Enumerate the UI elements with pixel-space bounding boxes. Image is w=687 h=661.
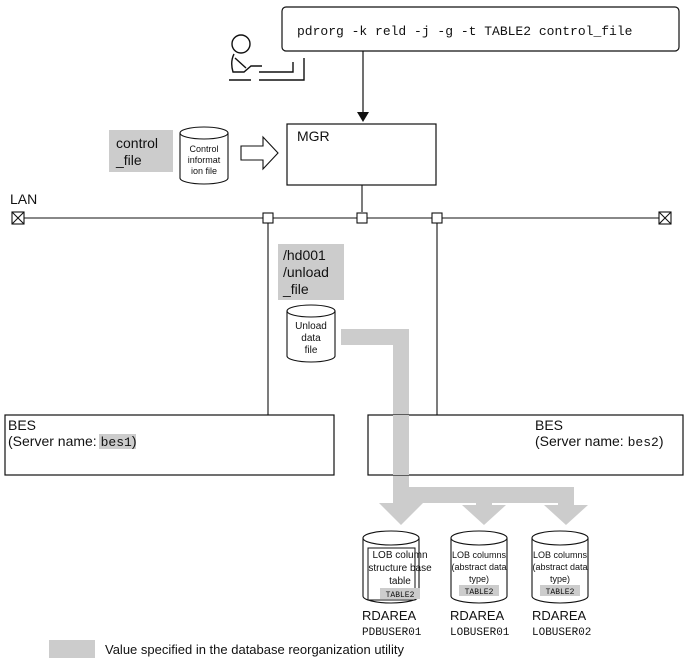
rdarea-2-tag: TABLE2 [465, 588, 494, 597]
rdarea-1-line1: LOB column [372, 550, 427, 561]
lan-label: LAN [10, 191, 37, 207]
control-file-label-2: _file [115, 152, 142, 168]
rdarea-1-tag: TABLE2 [386, 591, 415, 600]
rdarea-3-tag-bg [540, 585, 580, 596]
control-file-text-3: ion file [191, 166, 217, 176]
rdarea-1-label: RDAREA [362, 608, 417, 623]
control-file-cylinder: Control informat ion file [179, 126, 229, 185]
rdarea-3-tag: TABLE2 [546, 588, 575, 597]
bes1-title: BES [8, 417, 36, 433]
mgr-box [286, 123, 437, 186]
control-file-arrow [240, 135, 279, 171]
unload-flow-arrows [341, 329, 588, 525]
rdarea-3-label: RDAREA [532, 608, 587, 623]
unload-file-cylinder: Unload data file [286, 304, 336, 363]
unload-path-1: /hd001 [283, 247, 326, 263]
unload-file-text-2: data [301, 333, 321, 344]
bes1-box [4, 414, 335, 476]
rdarea-2-tag-bg [459, 585, 499, 596]
user-icon [229, 34, 305, 81]
unload-path-3: _file [282, 281, 309, 297]
rdarea-1-name: PDBUSER01 [362, 627, 422, 639]
rdarea-lobuser02: LOB columns (abstract data type) TABLE2 [531, 530, 589, 604]
legend-text: Value specified in the database reorgani… [105, 642, 404, 657]
rdarea-1-line3: table [389, 576, 411, 587]
rdarea-2-line2: (abstract data [451, 562, 506, 572]
unload-path-highlight [278, 244, 344, 300]
legend-swatch [49, 640, 95, 658]
control-file-highlight [109, 130, 173, 172]
lan-terminator-left [11, 211, 25, 225]
lan-node-bes1 [262, 212, 274, 224]
lan-node-bes2 [431, 212, 443, 224]
rdarea-lobuser01: LOB columns (abstract data type) TABLE2 [450, 530, 508, 604]
mgr-label: MGR [297, 128, 330, 144]
lan-terminator-right [658, 211, 672, 225]
bes2-server-line: (Server name: bes2) [535, 433, 663, 450]
lan-node-mgr [356, 212, 368, 224]
rdarea-3-line3: type) [550, 574, 570, 584]
bes1-server-line: (Server name: bes1) [8, 433, 136, 450]
rdarea-1-line2: structure base [368, 563, 432, 574]
rdarea-3-line1: LOB columns [533, 550, 588, 560]
rdarea-3-line2: (abstract data [532, 562, 587, 572]
rdarea-2-line1: LOB columns [452, 550, 507, 560]
rdarea-3-name: LOBUSER02 [532, 627, 591, 639]
control-file-text-1: Control [189, 144, 218, 154]
command-arrowhead [357, 112, 369, 122]
control-file-label-1: control [116, 135, 158, 151]
rdarea-2-label: RDAREA [450, 608, 505, 623]
command-box [281, 6, 680, 52]
unload-file-text-1: Unload [295, 321, 327, 332]
rdarea-2-name: LOBUSER01 [450, 627, 510, 639]
rdarea-pdbuser01: LOB column structure base table TABLE2 [362, 530, 432, 604]
bes2-title: BES [535, 417, 563, 433]
unload-path-2: /unload [283, 264, 329, 280]
command-text: pdrorg -k reld -j -g -t TABLE2 control_f… [297, 24, 632, 39]
rdarea-2-line3: type) [469, 574, 489, 584]
control-file-text-2: informat [188, 155, 221, 165]
bes2-box [367, 414, 684, 476]
unload-file-text-3: file [305, 345, 318, 356]
rdarea-1-tag-bg [380, 588, 420, 599]
